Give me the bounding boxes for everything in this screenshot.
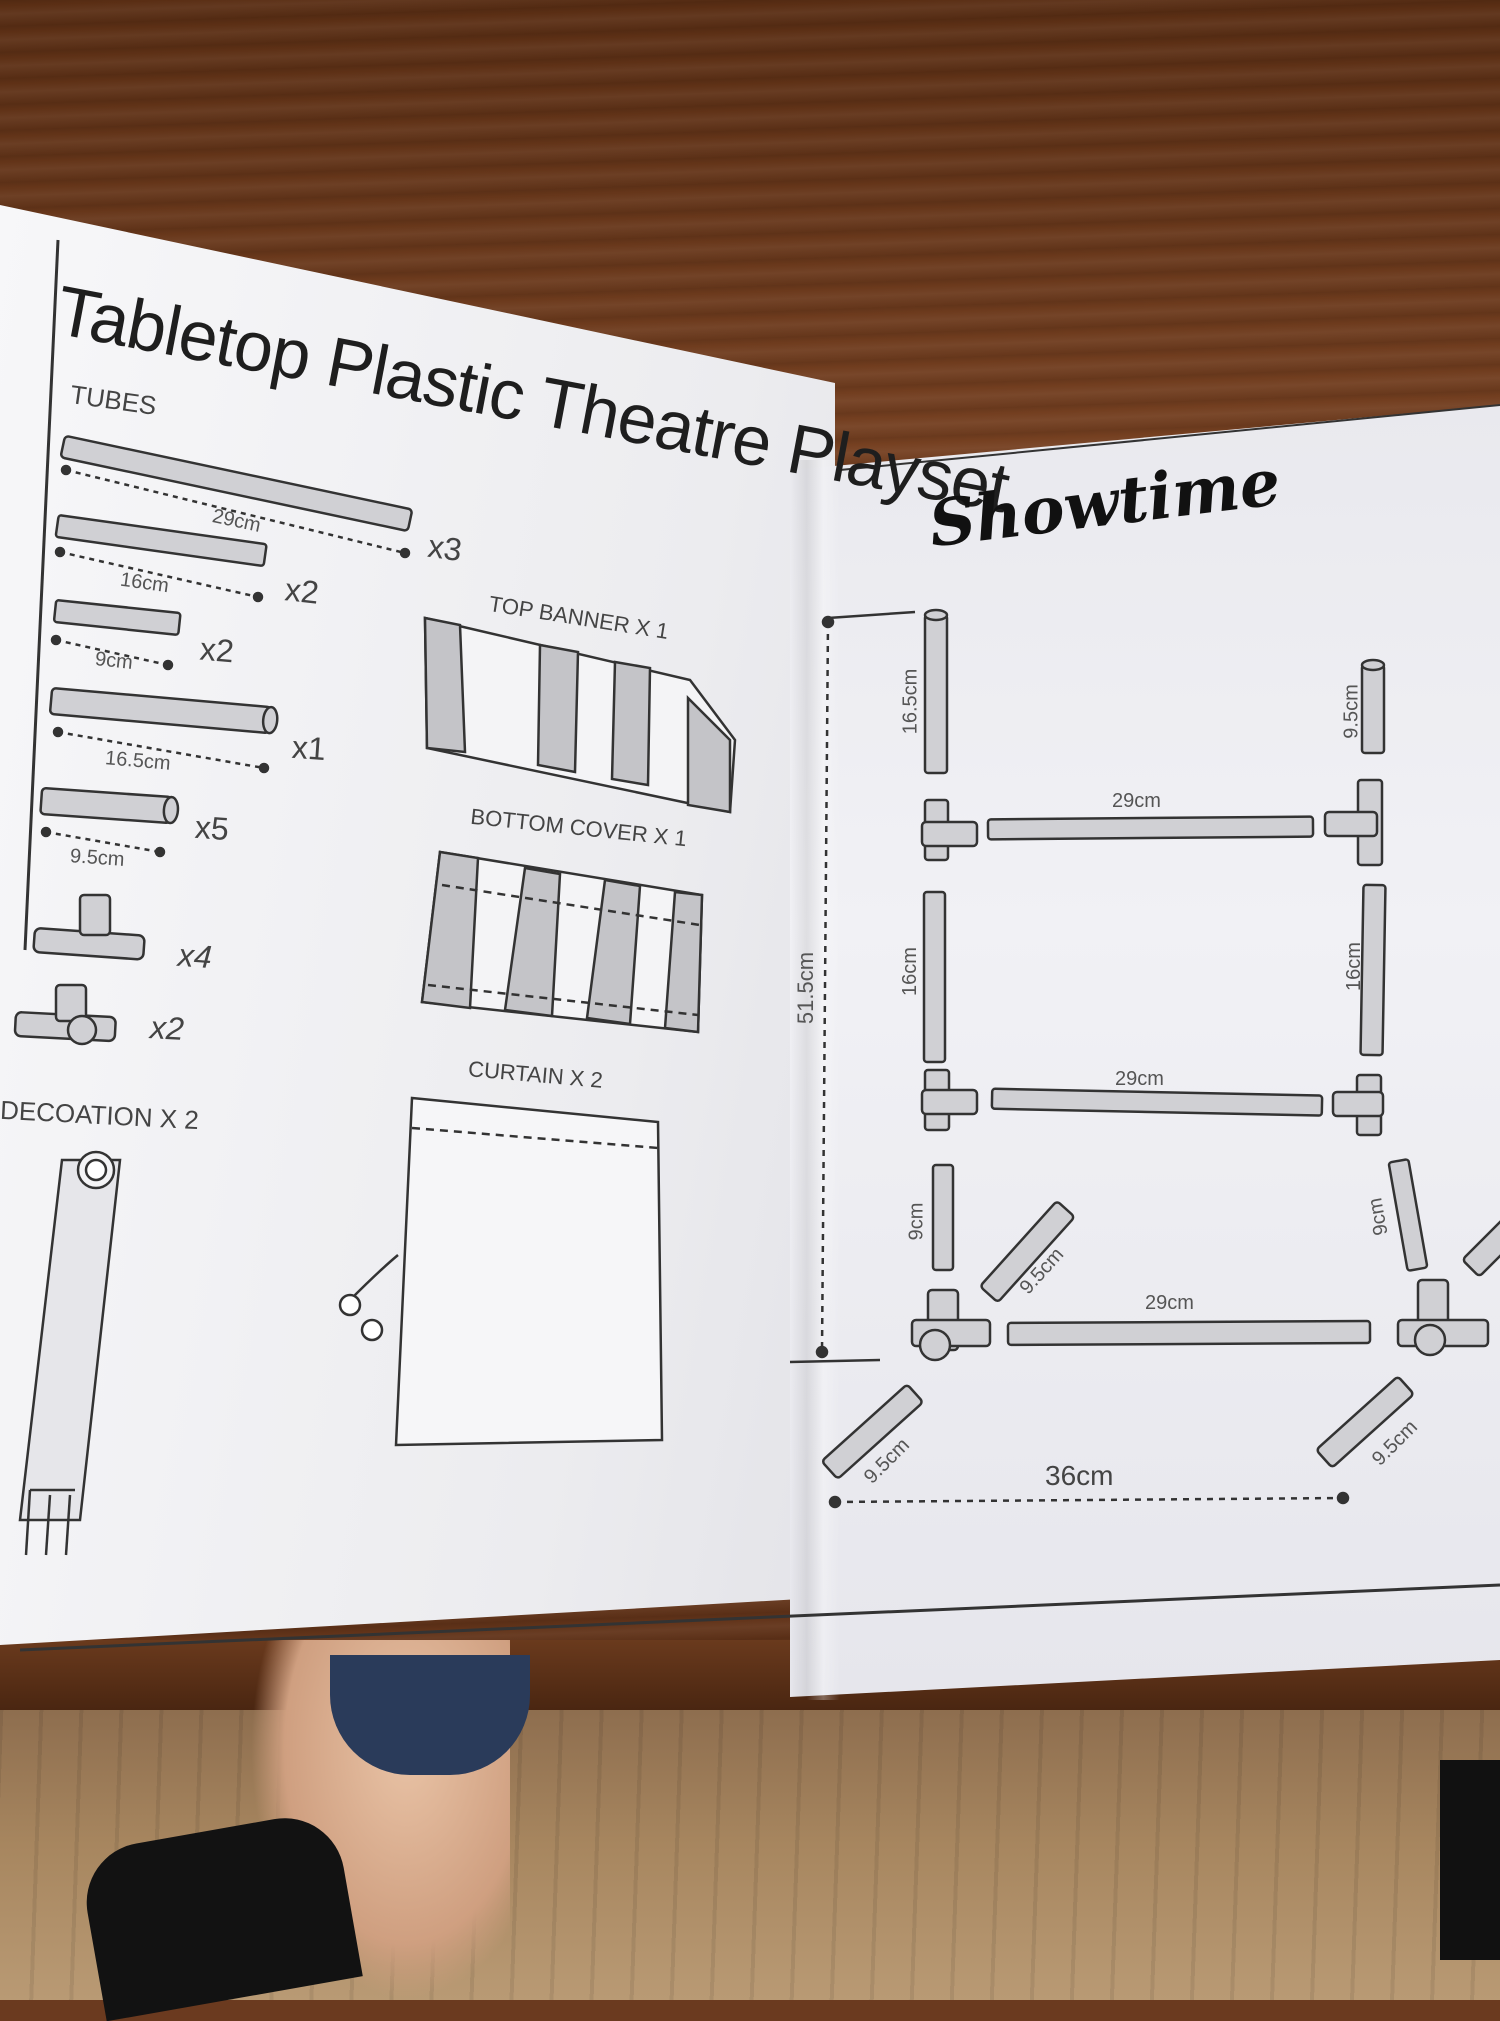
tube-16cm bbox=[54, 514, 268, 567]
crossbar-label-bottom: 29cm bbox=[1145, 1292, 1194, 1314]
tube-qty-16-5cm: x1 bbox=[290, 728, 328, 768]
tube-qty-9cm: x2 bbox=[198, 630, 236, 670]
tube-29cm bbox=[59, 435, 413, 532]
tube-16-5cm bbox=[48, 687, 279, 735]
tube-length-9-5cm: 9.5cm bbox=[69, 845, 126, 871]
t-connector bbox=[32, 893, 146, 961]
tube-9-5cm bbox=[39, 787, 180, 825]
left-column-label-top: 16.5cm bbox=[899, 668, 922, 735]
tube-qty-29cm: x3 bbox=[425, 527, 465, 569]
tube-qty-9-5cm: x5 bbox=[193, 808, 231, 848]
left-border-line bbox=[23, 239, 60, 951]
bottom-border-line bbox=[19, 1583, 1500, 1652]
crossbar-label-middle: 29cm bbox=[1115, 1068, 1164, 1090]
crossbar-label-top: 29cm bbox=[1112, 790, 1161, 812]
bottom-cover-drawing bbox=[420, 850, 704, 1034]
left-column-label-middle: 16cm bbox=[898, 947, 921, 996]
corner-connector bbox=[13, 983, 117, 1046]
tube-length-9cm: 9cm bbox=[94, 648, 134, 674]
shoe bbox=[330, 1655, 530, 1775]
assembly-diagram bbox=[789, 608, 1500, 1509]
t-connector-qty: x4 bbox=[176, 936, 214, 976]
left-column-label-bottom: 9cm bbox=[905, 1202, 928, 1241]
top-banner-drawing bbox=[423, 616, 737, 814]
dim-line-29cm bbox=[65, 468, 406, 555]
corner-connector-qty: x2 bbox=[149, 1009, 185, 1047]
right-column-label-middle: 16cm bbox=[1342, 942, 1365, 991]
chair-leg bbox=[1440, 1760, 1500, 1960]
decoration-strip bbox=[18, 1150, 122, 1556]
paper-fold bbox=[790, 460, 840, 1700]
tube-qty-16cm: x2 bbox=[283, 571, 321, 611]
right-column-label-top: 9.5cm bbox=[1340, 684, 1363, 739]
height-dimension-label: 51.5cm bbox=[793, 951, 819, 1025]
top-border-line bbox=[839, 404, 1500, 471]
width-dimension-label: 36cm bbox=[1045, 1460, 1114, 1491]
tube-9cm bbox=[52, 599, 182, 636]
curtain-drawing bbox=[338, 1096, 664, 1447]
